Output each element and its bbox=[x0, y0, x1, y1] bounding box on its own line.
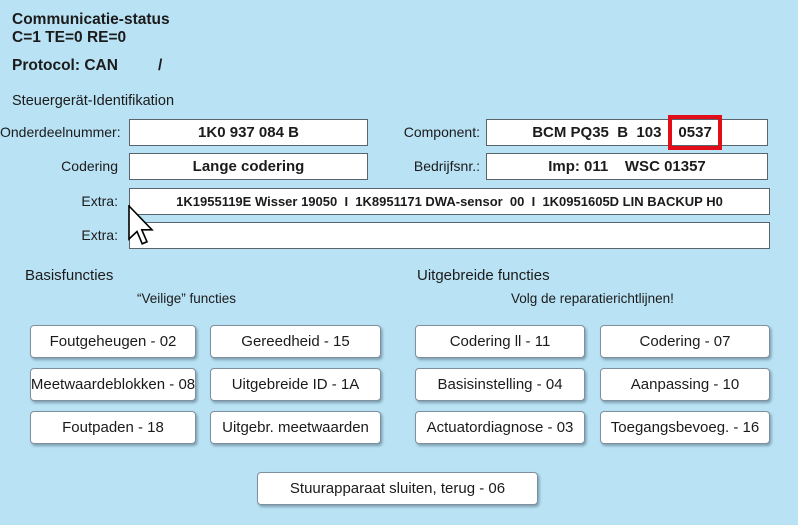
communication-status-counters: C=1 TE=0 RE=0 bbox=[12, 29, 127, 46]
extra2-field bbox=[129, 222, 770, 249]
repair-guidelines-subtitle: Volg de reparatierichtlijnen! bbox=[511, 291, 674, 306]
coding-field: Lange codering bbox=[129, 153, 368, 180]
workshop-number-label: Bedrijfsnr.: bbox=[413, 158, 480, 174]
close-controller-button[interactable]: Stuurapparaat sluiten, terug - 06 bbox=[257, 472, 538, 505]
fault-paths-button[interactable]: Foutpaden - 18 bbox=[30, 411, 196, 444]
communication-status-title: Communicatie-status bbox=[12, 11, 170, 28]
extra1-label: Extra: bbox=[81, 193, 118, 209]
part-number-field: 1K0 937 084 B bbox=[129, 119, 368, 146]
measuring-blocks-button[interactable]: Meetwaardeblokken - 08 bbox=[30, 368, 196, 401]
advanced-functions-title: Uitgebreide functies bbox=[417, 267, 550, 284]
advanced-id-button[interactable]: Uitgebreide ID - 1A bbox=[210, 368, 381, 401]
advanced-measuring-button[interactable]: Uitgebr. meetwaarden bbox=[210, 411, 381, 444]
protocol-value: / bbox=[158, 57, 163, 74]
workshop-number-field: Imp: 011 WSC 01357 bbox=[486, 153, 768, 180]
component-label: Component: bbox=[403, 124, 480, 140]
basic-settings-button[interactable]: Basisinstelling - 04 bbox=[415, 368, 585, 401]
component-field: BCM PQ35 B 103 0537 bbox=[486, 115, 768, 150]
component-value: BCM PQ35 B 103 bbox=[532, 124, 662, 141]
identification-section-title: Steuergerät-Identifikation bbox=[12, 93, 175, 109]
fault-memory-button[interactable]: Foutgeheugen - 02 bbox=[30, 325, 196, 358]
output-tests-button[interactable]: Actuatordiagnose - 03 bbox=[415, 411, 585, 444]
adaptation-button[interactable]: Aanpassing - 10 bbox=[600, 368, 770, 401]
basic-functions-title: Basisfuncties bbox=[25, 267, 114, 284]
part-number-label: Onderdeelnummer: bbox=[0, 124, 121, 140]
coding-ii-button[interactable]: Codering ll - 11 bbox=[415, 325, 585, 358]
safe-functions-subtitle: “Veilige” functies bbox=[137, 291, 237, 306]
coding-label: Codering bbox=[61, 158, 118, 174]
security-access-button[interactable]: Toegangsbevoeg. - 16 bbox=[600, 411, 770, 444]
extra2-label: Extra: bbox=[81, 227, 118, 243]
component-version-highlight: 0537 bbox=[668, 115, 722, 150]
extra1-field: 1K1955119E Wisser 19050 I 1K8951171 DWA-… bbox=[129, 188, 770, 215]
coding-button[interactable]: Codering - 07 bbox=[600, 325, 770, 358]
readiness-button[interactable]: Gereedheid - 15 bbox=[210, 325, 381, 358]
protocol-label: Protocol: CAN bbox=[12, 57, 118, 74]
